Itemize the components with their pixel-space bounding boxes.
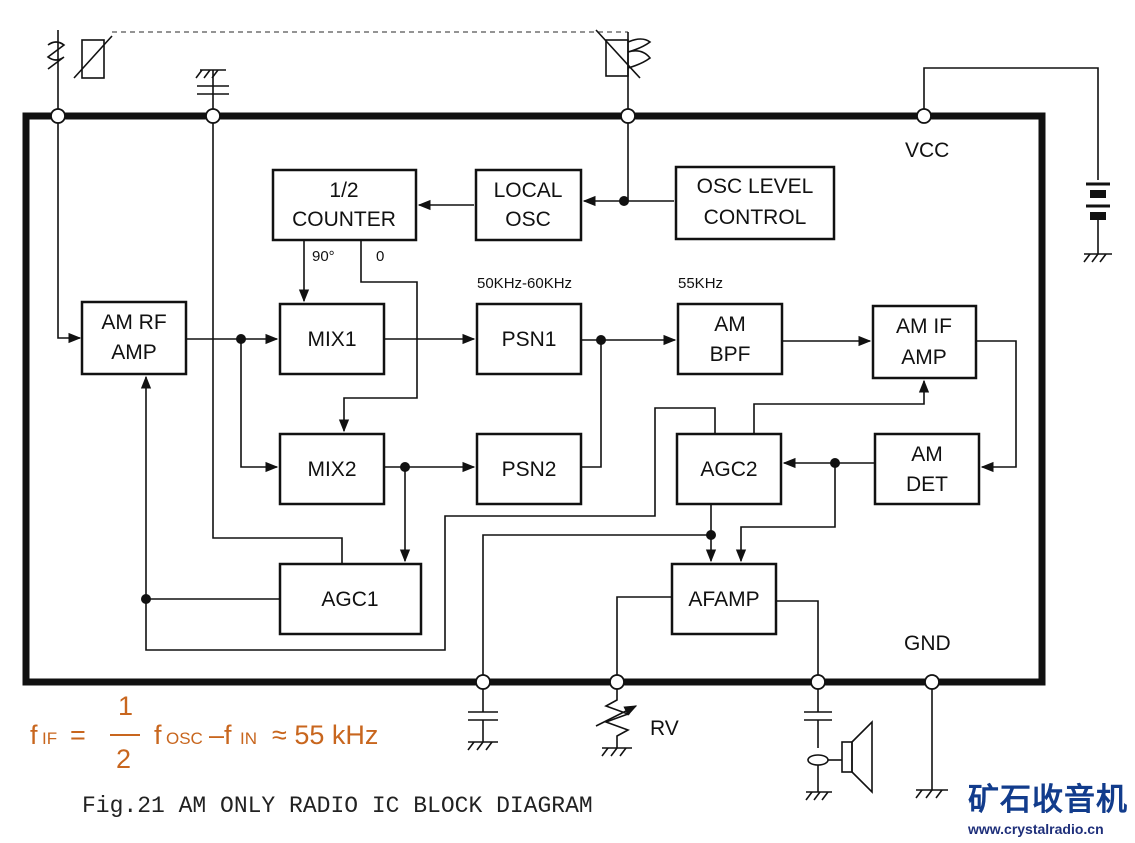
local-osc-label-1: LOCAL: [494, 179, 563, 202]
am-if-amp-block: AM IF AMP: [871, 304, 978, 380]
am-det-label-1: AM: [911, 443, 943, 466]
osc-level-label-2: CONTROL: [704, 206, 807, 229]
pin-rf-input: [50, 108, 66, 124]
am-if-label-1: AM IF: [896, 315, 952, 338]
local-osc-label-2: OSC: [505, 208, 551, 231]
agc1-label: AGC1: [321, 588, 378, 611]
mix2-label: MIX2: [307, 458, 356, 481]
am-rf-amp-block: AM RF AMP: [80, 300, 188, 376]
bpf-frequency-label: 55KHz: [678, 275, 723, 292]
pin-osc-coil: [620, 108, 636, 124]
pin-volume: [609, 674, 625, 690]
counter-block: 1/2 COUNTER: [271, 168, 418, 242]
ic-boundary: [22, 112, 1046, 686]
afamp-block: AFAMP: [670, 562, 778, 636]
rv-label: RV: [650, 717, 679, 740]
formula-lhs: f: [30, 720, 38, 750]
am-bpf-label-1: AM: [714, 313, 746, 336]
psn1-label: PSN1: [502, 328, 557, 351]
formula-approx: ≈ 55 kHz: [272, 720, 378, 750]
osc-level-label-1: OSC LEVEL: [697, 175, 814, 198]
ground-icon: [1083, 253, 1112, 263]
formula-fosc: f: [154, 720, 162, 750]
battery-icon: [923, 67, 1110, 254]
pin-gnd: [924, 674, 940, 690]
formula-lhs-sub: IF: [42, 729, 57, 748]
am-det-label-2: DET: [906, 473, 948, 496]
afamp-label: AFAMP: [688, 588, 759, 611]
formula-equals: =: [70, 720, 86, 750]
am-rf-label-2: AMP: [111, 341, 157, 364]
watermark-url: www.crystalradio.cn: [967, 821, 1104, 837]
frequency-formula: f IF = 1 2 f OSC –f IN ≈ 55 kHz: [30, 691, 378, 774]
capacitor-icon: [467, 689, 498, 751]
speaker-icon: [804, 689, 873, 801]
rf-tuning-coil-icon: [46, 30, 628, 116]
pin-capacitor: [205, 108, 221, 124]
formula-in-sub: IN: [240, 729, 257, 748]
phase-90-label: 90°: [312, 248, 335, 265]
pin-speaker: [810, 674, 826, 690]
formula-osc-sub: OSC: [166, 729, 203, 748]
figure-caption: Fig.21 AM ONLY RADIO IC BLOCK DIAGRAM: [82, 793, 593, 819]
counter-label-2: COUNTER: [292, 208, 396, 231]
capacitor-icon: [195, 69, 229, 116]
agc2-block: AGC2: [675, 432, 783, 506]
ground-icon: [915, 789, 948, 799]
local-osc-block: LOCAL OSC: [474, 168, 583, 242]
formula-numerator: 1: [118, 691, 133, 721]
counter-label-1: 1/2: [329, 179, 358, 202]
psn-frequency-label: 50KHz-60KHz: [477, 275, 572, 292]
am-rf-label-1: AM RF: [101, 311, 166, 334]
mix2-block: MIX2: [278, 432, 386, 506]
vcc-label: VCC: [905, 139, 949, 162]
formula-denominator: 2: [116, 744, 131, 774]
psn2-block: PSN2: [475, 432, 583, 506]
am-det-block: AM DET: [873, 432, 981, 506]
mix1-block: MIX1: [278, 302, 386, 376]
psn2-label: PSN2: [502, 458, 557, 481]
am-bpf-label-2: BPF: [710, 343, 751, 366]
osc-level-control-block: OSC LEVEL CONTROL: [674, 165, 836, 241]
watermark-brand: 矿石收音机: [968, 782, 1128, 817]
pin-agc-cap: [475, 674, 491, 690]
pin-vcc: [916, 108, 932, 124]
mix1-label: MIX1: [307, 328, 356, 351]
potentiometer-icon: [595, 689, 638, 757]
phase-0-label: 0: [376, 248, 384, 265]
agc1-block: AGC1: [278, 562, 423, 636]
formula-minus: –f: [209, 720, 232, 750]
agc2-label: AGC2: [700, 458, 757, 481]
osc-tuning-coil-icon: [595, 29, 652, 116]
am-if-label-2: AMP: [901, 346, 947, 369]
gnd-label: GND: [904, 632, 951, 655]
psn1-block: PSN1: [475, 302, 583, 376]
am-bpf-block: AM BPF: [676, 302, 784, 376]
